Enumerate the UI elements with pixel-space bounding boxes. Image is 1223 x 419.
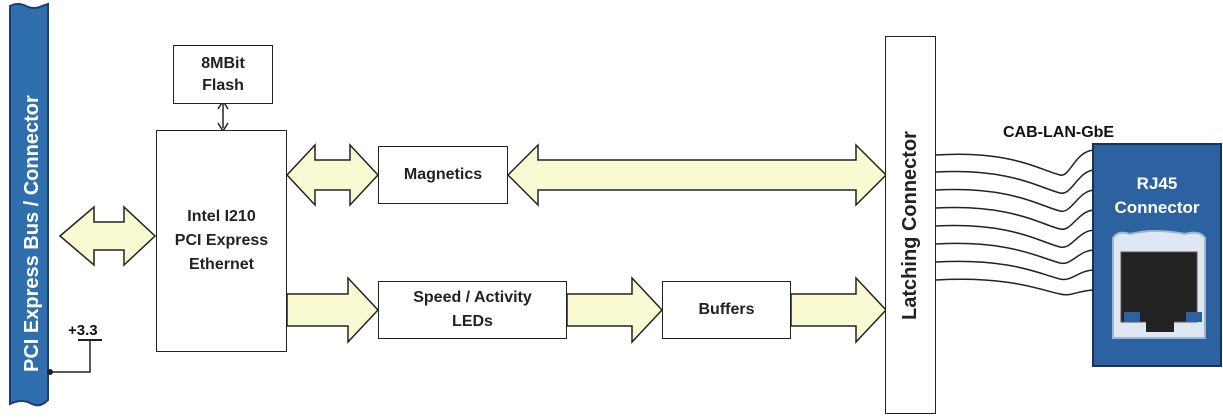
- flash-line1: 8MBit: [201, 54, 245, 72]
- magnetics-latching-arrow: [506, 143, 888, 207]
- pci-express-bus-bar: [9, 2, 49, 407]
- buffers-latching-arrow: [790, 276, 888, 344]
- flash-line2: Flash: [202, 76, 244, 94]
- power-trace: [49, 340, 91, 373]
- rj45-port-inner: [1120, 251, 1198, 323]
- rj45-latch-right: [1186, 312, 1202, 322]
- leds-buffers-arrow: [566, 276, 664, 344]
- controller-leds-arrow: [286, 276, 380, 344]
- rj45-line2: Connector: [1114, 198, 1200, 217]
- pci-express-bus-label: PCI Express Bus / Connector: [21, 95, 43, 372]
- leds-line1: Speed / Activity: [413, 289, 532, 306]
- controller-box: Intel I210 PCI Express Ethernet: [156, 130, 287, 352]
- controller-magnetics-arrow: [285, 143, 380, 207]
- magnetics-label: Magnetics: [403, 166, 483, 183]
- rj45-label: RJ45 Connector: [1093, 172, 1221, 220]
- rj45-line1: RJ45: [1136, 174, 1178, 193]
- power-node: [47, 369, 53, 375]
- magnetics-box: Magnetics: [378, 146, 508, 204]
- latching-connector-box: Latching Connector: [885, 36, 936, 414]
- controller-line2: PCI Express: [174, 232, 269, 249]
- controller-line1: Intel I210: [187, 208, 256, 225]
- flash-box: 8MBit Flash: [173, 45, 273, 104]
- buffers-label: Buffers: [698, 301, 755, 318]
- rj45-latch-left: [1124, 312, 1140, 322]
- leds-line2: LEDs: [452, 313, 493, 330]
- cable-label: CAB-LAN-GbE: [1003, 124, 1115, 141]
- latching-connector-label: Latching Connector: [899, 130, 922, 320]
- controller-line3: Ethernet: [189, 256, 254, 273]
- bus-controller-arrow: [58, 205, 157, 267]
- cable-wires: [935, 149, 1096, 296]
- power-label: +3.3: [68, 322, 98, 339]
- buffers-box: Buffers: [662, 281, 791, 339]
- rj45-latch-notch: [1146, 318, 1174, 332]
- leds-box: Speed / Activity LEDs: [378, 281, 567, 339]
